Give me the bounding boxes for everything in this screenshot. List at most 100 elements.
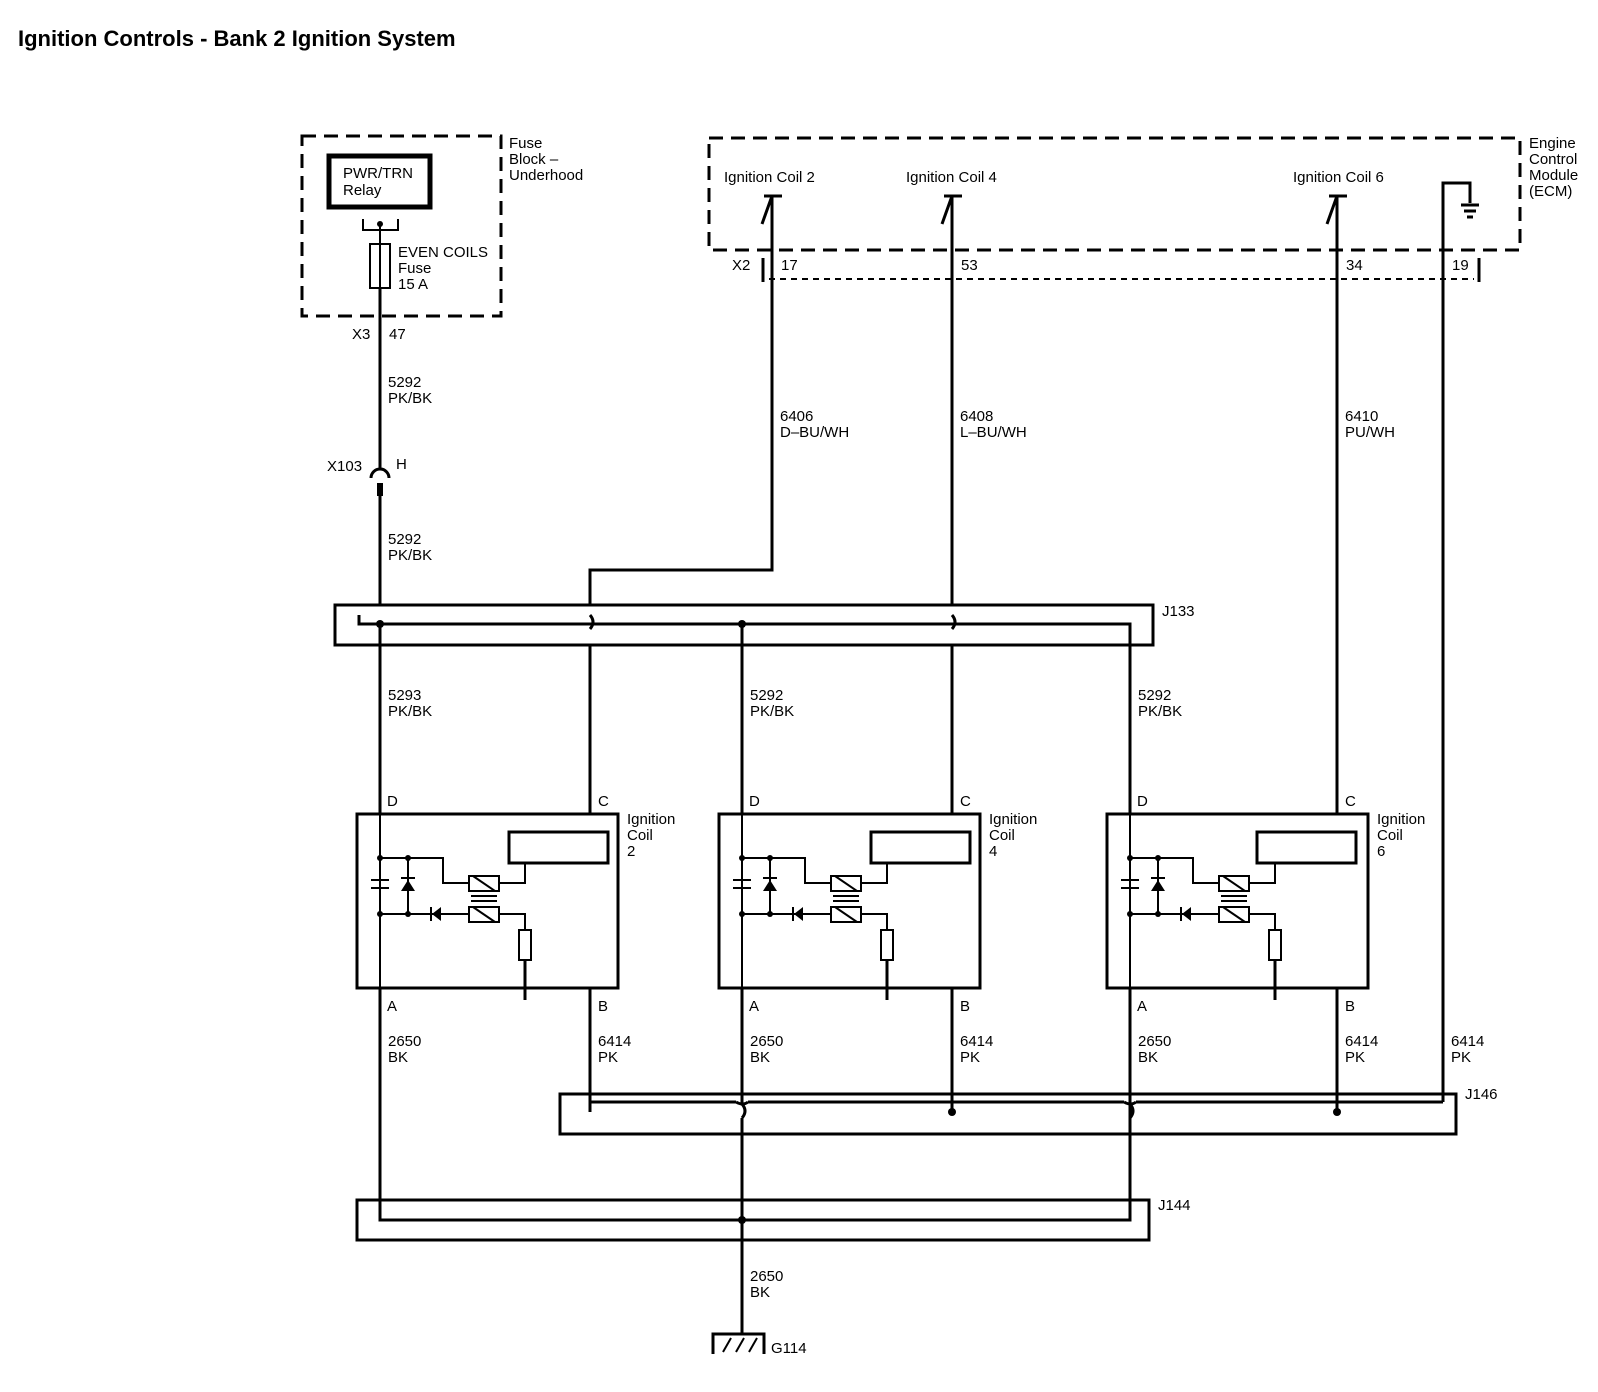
feed-lower-circuit: 5292: [388, 531, 421, 548]
coil-2-ctrl-color: D–BU/WH: [780, 424, 849, 441]
ecm-output-coil-6-label: Ignition Coil 6: [1293, 169, 1384, 186]
ecm-label-4: (ECM): [1529, 183, 1572, 200]
feed-upper-color: PK/BK: [388, 390, 432, 407]
coil-4-pwr-circuit: 5292: [750, 687, 783, 704]
coil-6-ctrl-color: PU/WH: [1345, 424, 1395, 441]
ecm-label-3: Module: [1529, 167, 1578, 184]
ecm-pin-19: 19: [1452, 257, 1469, 274]
j144-label: J144: [1158, 1197, 1191, 1214]
coil-6-pwr-circuit: 5292: [1138, 687, 1171, 704]
coil-2-pwr-color: PK/BK: [388, 703, 432, 720]
coil-2-control-wire: 6406 D–BU/WH: [588, 232, 849, 830]
fuse-block-label-3: Underhood: [509, 167, 583, 184]
x103-pin: H: [396, 456, 407, 473]
j133-splice-pack: J133: [333, 603, 1195, 830]
ecm-pin-34: 34: [1346, 257, 1363, 274]
ecm-pin-53: 53: [961, 257, 978, 274]
coil-2-pin-c: C: [598, 793, 609, 810]
page-title: Ignition Controls - Bank 2 Ignition Syst…: [18, 26, 456, 51]
ecm-ground-icon: [1441, 181, 1479, 250]
coil-6-gnd-color: BK: [1138, 1049, 1158, 1066]
j144-splice-pack: J144: [355, 988, 1191, 1242]
feed-lower-color: PK/BK: [388, 547, 432, 564]
j146-splice-pack: J146: [558, 988, 1498, 1136]
coil-4-gnd-color: BK: [750, 1049, 770, 1066]
fuse-label-2: Fuse: [398, 260, 431, 277]
coil-6-pwr-color: PK/BK: [1138, 703, 1182, 720]
coil-6-label-1: Ignition: [1377, 811, 1425, 828]
coil-6-gnd-circuit: 2650: [1138, 1033, 1171, 1050]
coil-4-lowref-circuit: 6414: [960, 1033, 993, 1050]
coil-6-label-2: Coil: [1377, 827, 1403, 844]
coil-6-label-3: 6: [1377, 843, 1385, 860]
ground-main-color: BK: [750, 1284, 770, 1301]
coil-4-driver-switch-icon: [940, 194, 962, 232]
ecm-output-coil-4-label: Ignition Coil 4: [906, 169, 997, 186]
x2-connector-label: X2: [732, 257, 750, 274]
coil-4-ctrl-circuit: 6408: [960, 408, 993, 425]
coil-6-control-wire: 6410 PU/WH: [1335, 232, 1395, 830]
coil-6-lowref-color: PK: [1345, 1049, 1365, 1066]
coil-2-ctrl-circuit: 6406: [780, 408, 813, 425]
coil-6-driver-switch-icon: [1325, 194, 1347, 232]
fuse-block-label-1: Fuse: [509, 135, 542, 152]
coil-4-control-wire: 6408 L–BU/WH: [950, 232, 1027, 830]
j133-label: J133: [1162, 603, 1195, 620]
coil-4-gnd-circuit: 2650: [750, 1033, 783, 1050]
coil-2-pin-b: B: [598, 998, 608, 1015]
coil-2-gnd-circuit: 2650: [388, 1033, 421, 1050]
ground-main-circuit: 2650: [750, 1268, 783, 1285]
fuse-label-3: 15 A: [398, 276, 428, 293]
ecm-output-coil-2-label: Ignition Coil 2: [724, 169, 815, 186]
coil-2-pwr-circuit: 5293: [388, 687, 421, 704]
coil-4-ctrl-color: L–BU/WH: [960, 424, 1027, 441]
relay-label-2: Relay: [343, 182, 382, 199]
coil-6-pin-b: B: [1345, 998, 1355, 1015]
x3-connector-label: X3: [352, 326, 370, 343]
coil-2-lowref-circuit: 6414: [598, 1033, 631, 1050]
coil-6-ctrl-circuit: 6410: [1345, 408, 1378, 425]
coil-2-lowref-color: PK: [598, 1049, 618, 1066]
ignition-coil-4: D C A B Ignition Coil 4: [717, 793, 1037, 1015]
coil-6-pin-a: A: [1137, 998, 1147, 1015]
ecm-label-1: Engine: [1529, 135, 1576, 152]
coil-4-label-2: Coil: [989, 827, 1015, 844]
even-coils-fuse: EVEN COILS Fuse 15 A: [369, 243, 488, 293]
fuse-block-label-2: Block –: [509, 151, 559, 168]
coil-4-label-1: Ignition: [989, 811, 1037, 828]
fuse-label-1: EVEN COILS: [398, 244, 488, 261]
coil-4-pin-d: D: [749, 793, 760, 810]
coil-2-label-2: Coil: [627, 827, 653, 844]
coil-4-lowref-color: PK: [960, 1049, 980, 1066]
feed-upper-circuit: 5292: [388, 374, 421, 391]
coil-4-pin-c: C: [960, 793, 971, 810]
engine-control-module: Engine Control Module (ECM) Ignition Coi…: [707, 135, 1578, 282]
x103-inline-connector: X103 H: [327, 456, 407, 496]
coil-6-pin-c: C: [1345, 793, 1356, 810]
coil-4-pin-b: B: [960, 998, 970, 1015]
pwr-trn-relay: PWR/TRN Relay: [326, 153, 433, 210]
ignition-coil-6: D C A B Ignition Coil 6: [1105, 793, 1425, 1015]
g114-label: G114: [771, 1340, 807, 1357]
g114-ground-icon: G114: [711, 1332, 807, 1357]
coil-2-label-3: 2: [627, 843, 635, 860]
x3-pin-label: 47: [389, 326, 406, 343]
coil-2-label-1: Ignition: [627, 811, 675, 828]
j146-label: J146: [1465, 1086, 1498, 1103]
coil-4-pin-a: A: [749, 998, 759, 1015]
x103-label: X103: [327, 458, 362, 475]
ecm-lowref-color: PK: [1451, 1049, 1471, 1066]
coil-2-gnd-color: BK: [388, 1049, 408, 1066]
ecm-label-2: Control: [1529, 151, 1577, 168]
coil-2-pin-a: A: [387, 998, 397, 1015]
coil-6-pin-d: D: [1137, 793, 1148, 810]
coil-2-pin-d: D: [387, 793, 398, 810]
coil-4-pwr-color: PK/BK: [750, 703, 794, 720]
coil-2-driver-switch-icon: [760, 194, 782, 232]
ecm-lowref-circuit: 6414: [1451, 1033, 1484, 1050]
coil-6-lowref-circuit: 6414: [1345, 1033, 1378, 1050]
ecm-pin-17: 17: [781, 257, 798, 274]
coil-4-label-3: 4: [989, 843, 997, 860]
relay-label-1: PWR/TRN: [343, 165, 413, 182]
